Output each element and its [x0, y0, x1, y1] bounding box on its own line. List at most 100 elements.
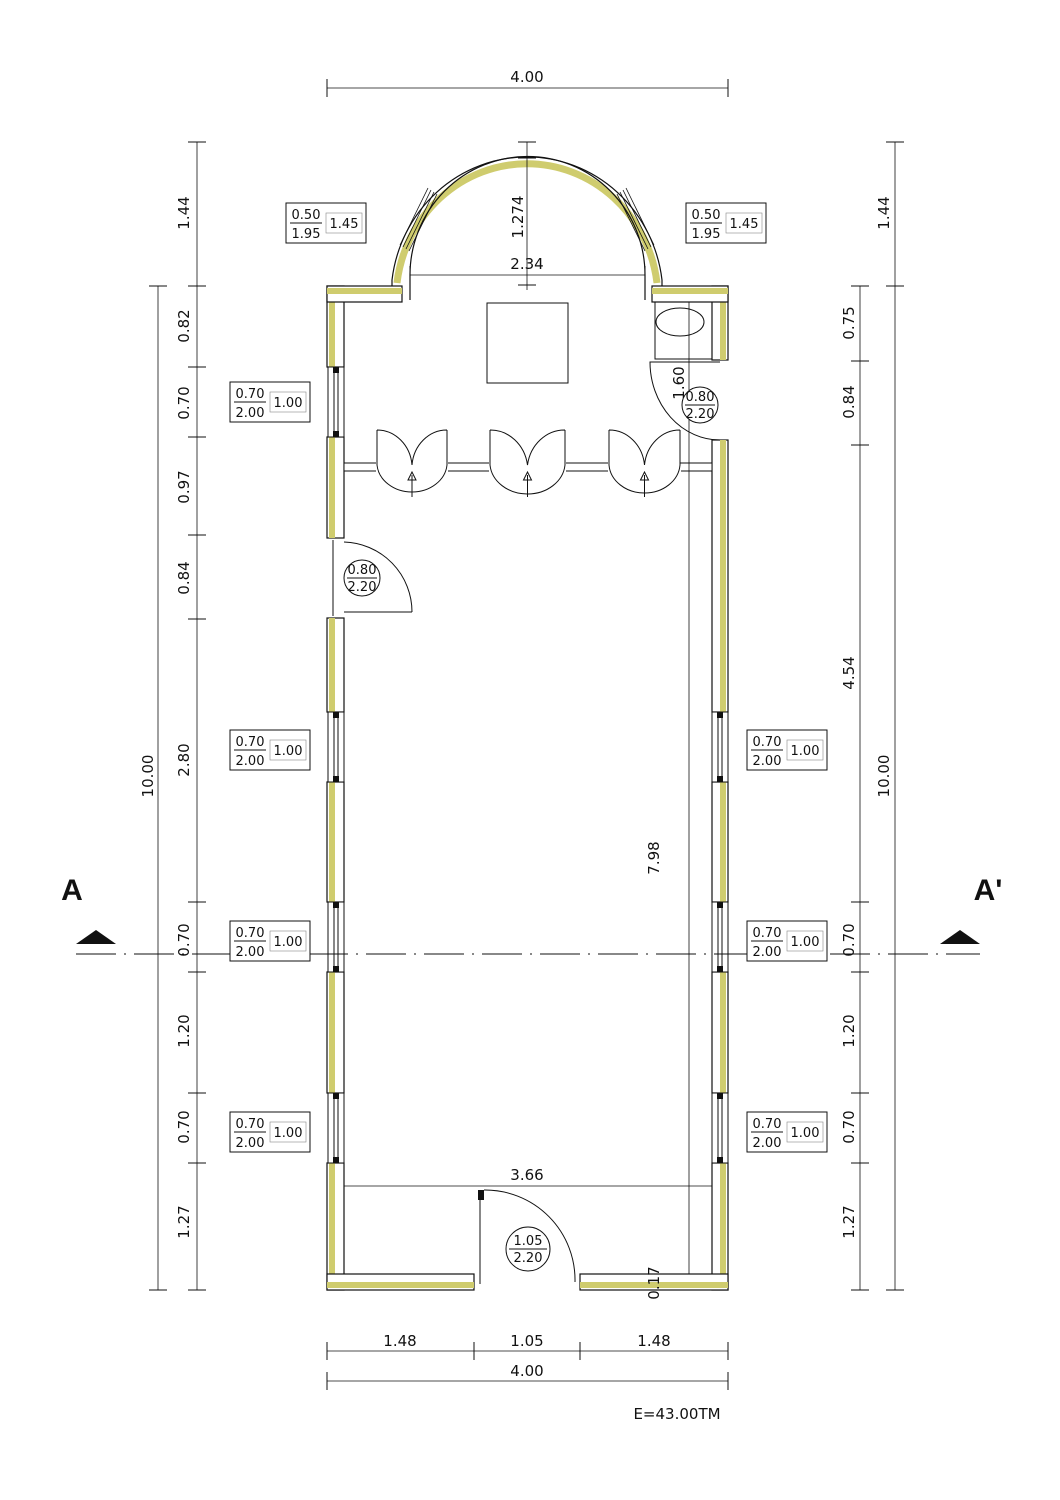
- apse-window-pane: [402, 189, 432, 248]
- tag-value: 0.70: [753, 735, 782, 750]
- tag-value: 2.00: [236, 406, 265, 421]
- dim-left-seg: 0.82: [175, 309, 193, 342]
- door-opening: [376, 460, 448, 474]
- tag-value: 1.05: [514, 1234, 543, 1249]
- tag-value: 0.70: [753, 1117, 782, 1132]
- tag-value: 2.00: [753, 945, 782, 960]
- window-tag: 0.702.001.00: [229, 381, 311, 423]
- wall-insulation: [329, 618, 335, 712]
- window-tag: 0.702.001.00: [229, 729, 311, 771]
- tag-value: 2.00: [236, 945, 265, 960]
- tag-sill-box: [269, 1121, 307, 1143]
- section-label-a-prime: A': [974, 874, 1003, 907]
- wall-insulation: [720, 440, 726, 712]
- dim-offset: 0.17: [645, 1266, 663, 1299]
- window-jamb: [717, 1157, 723, 1163]
- window-tag: 0.702.001.00: [746, 920, 828, 962]
- apse-window-pane: [405, 191, 435, 250]
- double-door: [608, 429, 681, 494]
- wall-insulation: [329, 782, 335, 902]
- dim-left-seg: 0.70: [175, 923, 193, 956]
- tag-value: 0.70: [236, 926, 265, 941]
- window-jamb: [333, 776, 339, 782]
- window: [327, 1092, 345, 1164]
- window-tag: 0.70 2.00 1.00: [229, 920, 311, 962]
- window: [711, 1092, 729, 1164]
- window-jamb: [717, 776, 723, 782]
- wall-insulation: [580, 1282, 728, 1288]
- door-opening: [608, 460, 681, 474]
- scale-label: E=43.00TM: [633, 1405, 720, 1423]
- apse-window-pane: [616, 193, 646, 252]
- window: [711, 901, 729, 973]
- window-jamb: [333, 966, 339, 972]
- tag-value: 1.95: [692, 227, 721, 242]
- dim-left-seg: 0.70: [175, 386, 193, 419]
- tag-value: 1.00: [791, 935, 820, 950]
- apse-window-pane: [408, 193, 438, 252]
- wall-insulation: [329, 1163, 335, 1290]
- dimension-lines: [149, 79, 904, 1390]
- dim-hall-length: 7.98: [645, 841, 663, 874]
- dim-left-seg: 1.27: [175, 1205, 193, 1238]
- washbasin-icon: [655, 307, 705, 337]
- dim-right-total: 10.00: [875, 755, 893, 798]
- door-jamb: [478, 1190, 484, 1200]
- dim-left-seg: 0.84: [175, 561, 193, 594]
- wall-insulation: [720, 1163, 726, 1290]
- door-opening: [489, 460, 566, 474]
- tag-value: 1.00: [274, 935, 303, 950]
- wall-insulation: [720, 972, 726, 1093]
- window-jamb: [717, 712, 723, 718]
- dim-right-seg: 0.75: [840, 306, 858, 339]
- window-jamb: [333, 712, 339, 718]
- section-arrow-left-icon: [76, 930, 116, 944]
- dim-right-seg: 0.70: [840, 923, 858, 956]
- tag-value: 1.00: [274, 396, 303, 411]
- wall-insulation: [329, 437, 335, 538]
- dim-left-seg: 0.97: [175, 470, 193, 503]
- apse-window-tag: 0.501.951.45: [685, 202, 767, 244]
- window-jamb: [717, 902, 723, 908]
- wc-door-swing: [649, 361, 721, 441]
- window: [711, 711, 729, 783]
- dim-bottom-left: 1.48: [383, 1332, 416, 1350]
- dim-right-seg: 1.27: [840, 1205, 858, 1238]
- tag-sill-box: [269, 391, 307, 413]
- wall-insulation: [327, 1282, 474, 1288]
- window-jamb: [333, 1093, 339, 1099]
- tag-sill-box: [786, 930, 824, 952]
- dim-left-total: 10.00: [139, 755, 157, 798]
- tag-value: 1.45: [730, 217, 759, 232]
- dim-bottom-door: 1.05: [510, 1332, 543, 1350]
- tag-value: 1.00: [274, 744, 303, 759]
- tag-value: 0.80: [348, 563, 377, 578]
- main-door: [479, 1189, 576, 1284]
- dim-bottom-right: 1.48: [637, 1332, 670, 1350]
- side-door: [332, 540, 413, 616]
- altar-table: [486, 302, 569, 384]
- tag-value: 2.20: [686, 407, 715, 422]
- double-door: [376, 429, 448, 493]
- apse-window-tag: 0.501.951.45: [285, 202, 367, 244]
- tag-sill-box: [725, 212, 763, 234]
- tag-value: 2.00: [236, 1136, 265, 1151]
- wall-insulation: [327, 288, 402, 294]
- tag-value: 1.95: [292, 227, 321, 242]
- tag-value: 0.70: [236, 1117, 265, 1132]
- wc-partition: [654, 301, 713, 360]
- tag-value: 1.45: [330, 217, 359, 232]
- dim-right-seg: 0.70: [840, 1110, 858, 1143]
- dim-left-seg: 2.80: [175, 743, 193, 776]
- tag-value: 0.70: [236, 735, 265, 750]
- apse-window-pane: [619, 191, 649, 250]
- window: [327, 366, 345, 438]
- apse-window-pane: [622, 189, 652, 248]
- window-jamb: [333, 902, 339, 908]
- window-jamb: [717, 1093, 723, 1099]
- tag-value: 2.00: [753, 1136, 782, 1151]
- tag-value: 1.00: [791, 744, 820, 759]
- direction-arrow-icon: [522, 470, 533, 497]
- apse-window-pane: [625, 187, 655, 246]
